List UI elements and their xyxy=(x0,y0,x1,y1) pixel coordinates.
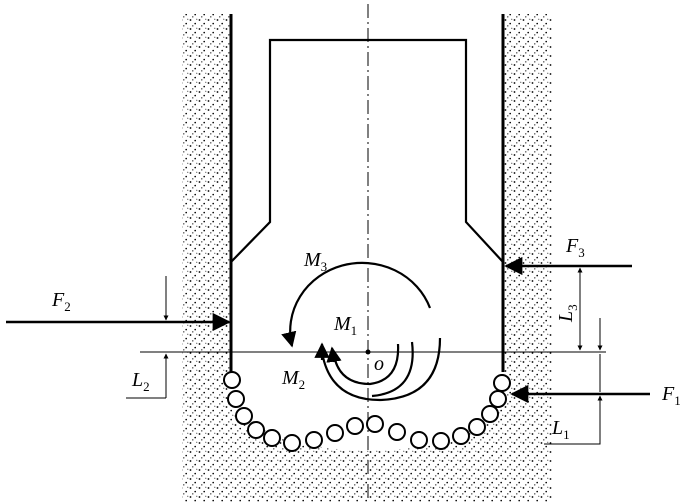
cutter xyxy=(283,434,301,452)
cutter xyxy=(410,431,428,449)
cutter xyxy=(346,417,364,435)
moment-arc-m1 xyxy=(320,337,442,402)
cutter xyxy=(223,371,241,389)
bit-body xyxy=(230,38,504,263)
label-f1: F1 xyxy=(661,383,681,408)
moment-arc-m3 xyxy=(281,261,432,348)
label-m3: M3 xyxy=(303,249,327,274)
cutter xyxy=(493,374,511,392)
label-l1: L1 xyxy=(551,417,570,442)
cutters xyxy=(223,371,511,452)
dimension-l3 xyxy=(506,265,586,353)
dimension-l2 xyxy=(126,276,169,399)
cutter xyxy=(235,407,253,425)
label-f3: F3 xyxy=(565,235,585,260)
rock-formation xyxy=(182,14,552,502)
cutter xyxy=(452,427,470,445)
moment-arc-m2-tip xyxy=(326,346,342,363)
origin-point xyxy=(365,349,371,355)
cutter xyxy=(388,423,406,441)
cutter xyxy=(263,429,281,447)
moment-arc-m2 xyxy=(332,343,400,386)
dimension-l1 xyxy=(544,318,603,445)
label-f2: F2 xyxy=(51,289,71,314)
label-l2: L2 xyxy=(131,369,150,394)
label-l3: L3 xyxy=(555,304,580,323)
cutter xyxy=(489,390,507,408)
cutter xyxy=(227,390,245,408)
moment-arc-m2-inner xyxy=(371,341,414,398)
cutter xyxy=(247,421,265,439)
label-origin: o xyxy=(374,353,384,375)
cutter xyxy=(468,418,486,436)
cutter xyxy=(432,432,450,450)
label-m2: M2 xyxy=(281,367,305,392)
label-m1: M1 xyxy=(333,313,357,338)
cutter xyxy=(366,415,384,433)
cutter xyxy=(481,405,499,423)
cutter xyxy=(326,424,344,442)
cutter xyxy=(305,431,323,449)
